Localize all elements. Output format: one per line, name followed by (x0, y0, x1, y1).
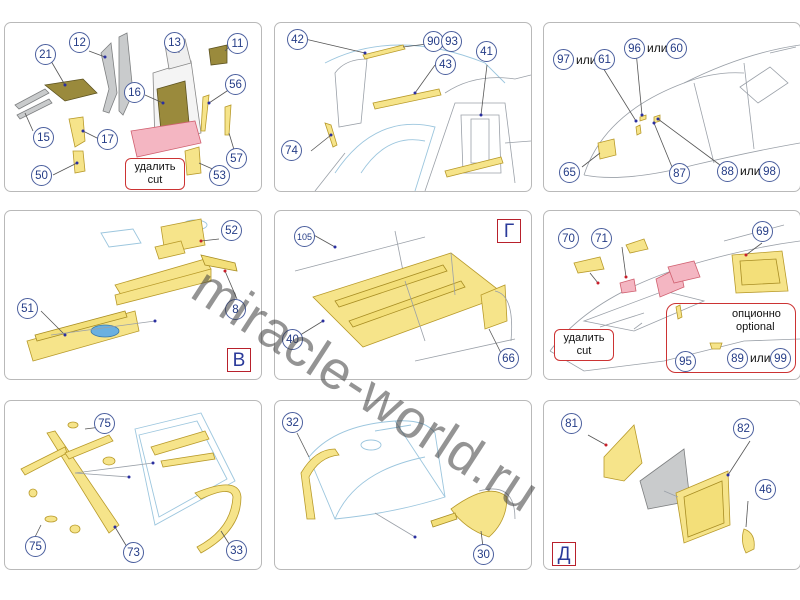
cut-note-ru: удалить (134, 161, 176, 173)
cockpit-side-drawing (304, 38, 531, 191)
callout: 8 (225, 299, 246, 320)
section-letter: В (227, 348, 251, 372)
callout: 66 (498, 348, 519, 369)
panel-floor: 105 40 66 Г (274, 210, 532, 380)
panel-armour: 81 82 46 Д (543, 400, 800, 570)
section-letter: Д (552, 542, 576, 566)
optional-note-en: optional (736, 321, 775, 333)
or-word: или (647, 41, 668, 55)
cut-note-en: cut (147, 174, 163, 186)
callout: 30 (473, 544, 494, 565)
callout: 21 (35, 44, 56, 65)
callout: 12 (69, 32, 90, 53)
callout: 74 (281, 140, 302, 161)
panel-instrument: 52 51 8 В (4, 210, 262, 380)
callout: 75 (25, 536, 46, 557)
callout: 88 (717, 161, 738, 182)
callout: 17 (97, 129, 118, 150)
callout: 105 (294, 226, 315, 247)
callout: 82 (733, 418, 754, 439)
callout: 41 (476, 41, 497, 62)
or-word: или (740, 164, 761, 178)
optional-box (666, 303, 796, 373)
callout: 97 (553, 49, 574, 70)
panel-fuselage-top: 70 71 69 удалить cut опционно optional 9… (543, 210, 800, 380)
armour-drawing (587, 424, 755, 554)
callout: 87 (669, 163, 690, 184)
panel-canopy-frames: 75 75 73 33 (4, 400, 262, 570)
callout: 50 (31, 165, 52, 186)
canopy-drawing (296, 420, 516, 548)
callout: 61 (594, 49, 615, 70)
callout: 70 (558, 228, 579, 249)
callout: 11 (227, 33, 248, 54)
callout: 60 (666, 38, 687, 59)
callout: 40 (282, 329, 303, 350)
callout: 89 (727, 348, 748, 369)
callout: 69 (752, 221, 773, 242)
or-word: или (576, 53, 597, 67)
callout: 46 (755, 479, 776, 500)
instrument-drawing (26, 218, 238, 362)
panel-cockpit-side: 42 90 93 43 41 74 (274, 22, 532, 192)
nose-drawing (581, 44, 800, 178)
callout: 15 (33, 127, 54, 148)
callout: 65 (559, 162, 580, 183)
callout: 32 (282, 412, 303, 433)
callout: 73 (123, 542, 144, 563)
cut-note-ru: удалить (563, 332, 605, 344)
cut-note: удалить cut (125, 158, 185, 190)
callout: 95 (675, 351, 696, 372)
callout: 57 (226, 148, 247, 169)
callout: 81 (561, 413, 582, 434)
seat-drawing (14, 32, 236, 176)
section-letter: Г (497, 219, 521, 243)
cut-note-en: cut (576, 345, 592, 357)
panel-nose: 97 или 61 96 или 60 65 87 88 или 98 (543, 22, 800, 192)
callout: 42 (287, 29, 308, 50)
cut-note: удалить cut (554, 329, 614, 361)
callout: 99 (770, 348, 791, 369)
callout: 33 (226, 540, 247, 561)
callout: 53 (209, 165, 230, 186)
fuselage-top-drawing (549, 224, 800, 372)
callout: 96 (624, 38, 645, 59)
callout: 51 (17, 298, 38, 319)
callout: 16 (124, 82, 145, 103)
optional-note-ru: опционно (732, 308, 781, 320)
panel-canopy: 32 30 (274, 400, 532, 570)
callout: 98 (759, 161, 780, 182)
callout: 43 (435, 54, 456, 75)
callout: 71 (591, 228, 612, 249)
callout: 13 (164, 32, 185, 53)
callout: 90 (423, 31, 444, 52)
callout: 75 (94, 413, 115, 434)
or-word: или (750, 351, 771, 365)
callout: 93 (441, 31, 462, 52)
callout: 52 (221, 220, 242, 241)
canopy-frames-drawing (20, 412, 242, 554)
callout: 56 (225, 74, 246, 95)
floor-drawing (294, 228, 516, 362)
panel-seat: 21 12 13 11 16 56 15 17 57 50 53 удалить… (4, 22, 262, 192)
